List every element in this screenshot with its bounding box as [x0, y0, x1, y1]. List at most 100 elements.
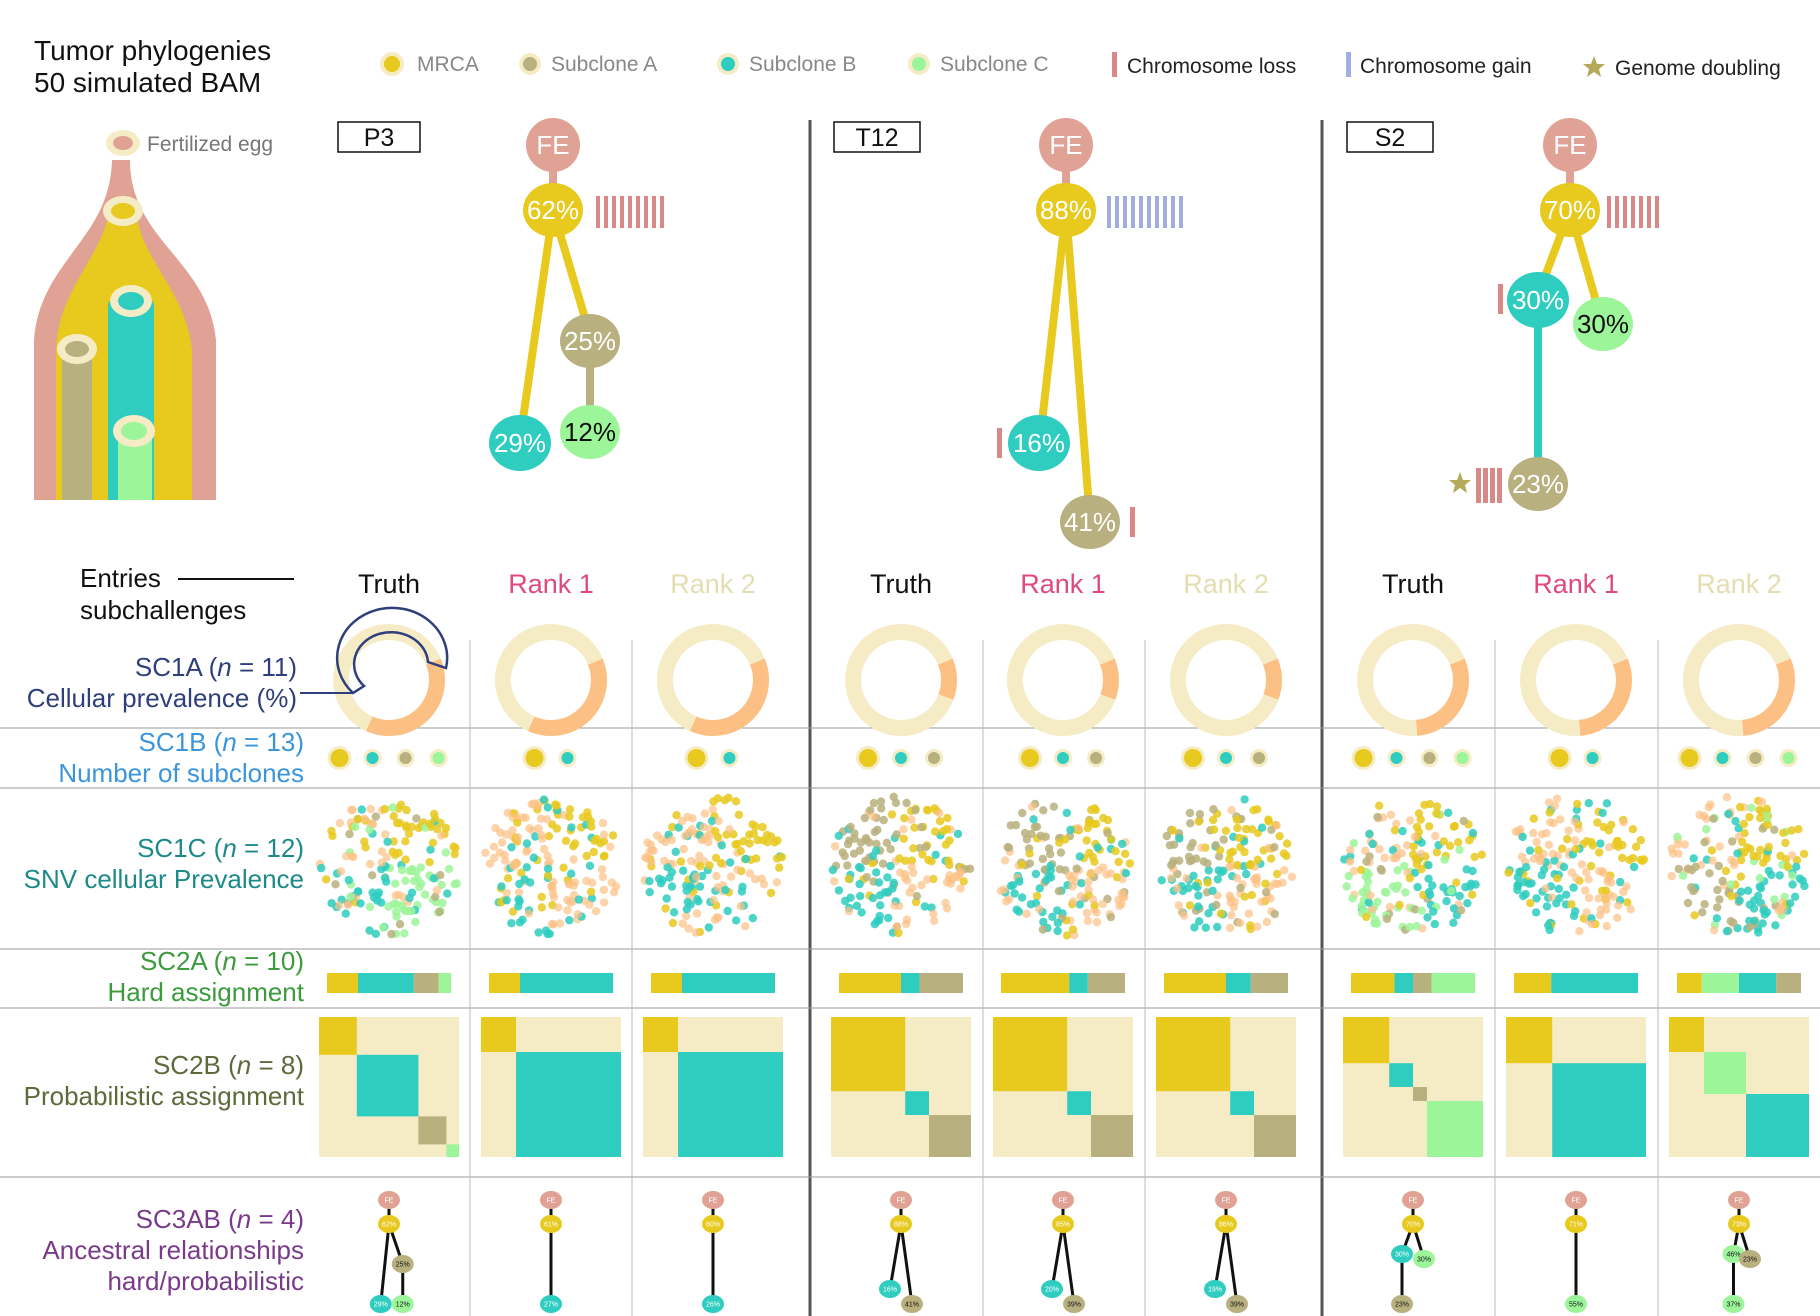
- sc1c-snv-p3-rank2-79: [749, 829, 758, 838]
- sc3-edge-t12-rank2-1: [1224, 1223, 1239, 1305]
- sc1c-snv-t12-truth-159: [850, 834, 859, 843]
- sc1c-snv-p3-truth-21: [342, 852, 351, 861]
- tree-s2-b-loss-mark: [1498, 284, 1503, 314]
- sc1c-snv-s2-truth-87: [1398, 826, 1407, 836]
- sc1c-snv-p3-rank1-122: [599, 837, 609, 846]
- sc1c-snv-p3-rank1-146: [608, 831, 618, 840]
- tree-t12-b-node: [1008, 415, 1070, 471]
- sc1c-snv-s2-rank1-96: [1529, 814, 1539, 823]
- sc1c-snv-t12-rank2-132: [1257, 897, 1266, 906]
- sc1c-snv-t12-truth-96: [886, 861, 895, 871]
- sc1c-snv-t12-rank1-140: [1103, 828, 1112, 838]
- sc1c-snv-t12-rank2-63: [1168, 826, 1178, 835]
- sc1c-snv-t12-rank2-112: [1253, 855, 1262, 864]
- sc1c-snv-t12-rank1-126: [1106, 835, 1116, 844]
- schematic-a-origin-inner: [65, 341, 89, 357]
- sc1c-snv-s2-truth-108: [1455, 845, 1464, 855]
- sc1c-snv-t12-truth-63: [872, 839, 881, 848]
- sc1c-snv-s2-rank2-165: [1673, 832, 1682, 842]
- tree-t12: FE 88% 16% 41%: [997, 118, 1183, 549]
- sc1c-snv-s2-truth-22: [1402, 841, 1412, 850]
- sc1c-snv-t12-rank1-1: [1062, 931, 1072, 940]
- sc1c-snv-t12-rank2-121: [1191, 854, 1201, 863]
- sc1b-dot-t12-rank1-0: [1021, 749, 1039, 767]
- sc1c-snv-t12-truth-149: [870, 920, 879, 929]
- sc3-node-label-s2-rank2-0: 73%: [1732, 1222, 1746, 1229]
- sc2a-seg-p3-truth-3: [438, 973, 451, 993]
- sc1c-snv-s2-rank1-20: [1613, 913, 1622, 922]
- sc1c-snv-p3-rank1-154: [598, 872, 608, 882]
- sc1b-dot-p3-rank1-0: [525, 749, 544, 767]
- sc1c-snv-s2-rank2-49: [1735, 802, 1745, 812]
- sc1c-snv-t12-rank1-164: [1084, 877, 1093, 887]
- sc1b-dot-p3-truth-0: [330, 749, 349, 767]
- sc1c-snv-t12-truth-155: [870, 827, 880, 837]
- sc1b-dot-t12-rank1-1: [1057, 752, 1069, 764]
- sc3-node-label-p3-rank2-1: 26%: [706, 1302, 720, 1309]
- sc1c-snv-s2-rank2-141: [1747, 803, 1756, 812]
- sc1c-snv-p3-rank2-150: [710, 915, 720, 925]
- tree-s2-mrca-label: 70%: [1544, 195, 1596, 225]
- sc1c-snv-s2-rank1-129: [1513, 881, 1522, 890]
- sc1c-snv-s2-rank2-83: [1799, 849, 1809, 859]
- sc1c-snv-p3-truth-169: [335, 819, 344, 828]
- sc1c-snv-s2-truth-32: [1445, 841, 1455, 850]
- sc1c-snv-t12-rank1-112: [1076, 892, 1085, 901]
- sc1c-snv-s2-truth-167: [1357, 902, 1366, 911]
- tree-s2-chromosome-loss-marks: [1607, 196, 1659, 228]
- sc1c-snv-t12-rank1-152: [1053, 918, 1063, 928]
- sc1c-snv-t12-truth-116: [834, 886, 844, 895]
- sc2a-seg-s2-truth-2: [1413, 973, 1432, 993]
- sc2b-block-s2-truth-1: [1389, 1063, 1413, 1087]
- sc1c-snv-s2-rank1-23: [1584, 893, 1594, 903]
- sc3-node-s2-truth-1: [1391, 1245, 1413, 1263]
- sc1c-snv-s2-rank2-86: [1735, 896, 1744, 905]
- sc1c-snv-t12-truth-105: [891, 798, 901, 808]
- sc1c-snv-s2-truth-135: [1362, 912, 1371, 922]
- sc1c-snv-t12-rank1-124: [1075, 852, 1085, 861]
- sc1c-snv-p3-rank1-96: [542, 815, 552, 824]
- legend-wgd-label: Genome doubling: [1615, 57, 1781, 80]
- sc1c-snv-p3-truth-70: [433, 824, 442, 834]
- sc2b-block-t12-rank1-2: [1091, 1115, 1133, 1157]
- sc1c-snv-t12-rank2-27: [1188, 838, 1197, 848]
- sc1c-snv-p3-truth-23: [368, 871, 377, 880]
- sc2b-block-t12-truth-2: [929, 1115, 971, 1157]
- sc1c-snv-s2-truth-16: [1423, 913, 1432, 922]
- sc1c-snv-s2-rank1-143: [1569, 911, 1579, 921]
- row-label-sc1a: SC1A (n = 11) Cellular prevalence (%): [27, 652, 297, 713]
- sc1c-snv-p3-truth-102: [416, 863, 425, 872]
- sc1c-snv-p3-rank2-94: [684, 924, 693, 933]
- sc1c-snv-s2-truth-161: [1412, 921, 1421, 931]
- sc1c-snv-t12-truth-154: [917, 823, 926, 832]
- sc1c-snv-p3-rank1-103: [489, 842, 499, 851]
- sc1c-snv-p3-rank2-123: [738, 882, 747, 891]
- sc1c-snv-p3-rank1-121: [582, 851, 591, 861]
- sc1c-snv-t12-truth-164: [942, 878, 952, 887]
- sc1c-snv-p3-truth-62: [371, 929, 380, 939]
- sc1c-code: SC1C (n = 12): [137, 833, 304, 863]
- sc1c-snv-t12-rank2-54: [1272, 869, 1282, 879]
- sc1c-snv-t12-rank2-108: [1240, 892, 1250, 901]
- sc1c-snv-s2-truth-128: [1346, 845, 1355, 854]
- sc1c-snv-t12-truth-99: [841, 896, 850, 906]
- sc1c-snv-t12-rank1-96: [1005, 895, 1014, 904]
- sc1c-snv-p3-truth-93: [397, 866, 407, 875]
- sc3-node-label-p3-truth-1: 25%: [396, 1262, 410, 1269]
- sc1c-snv-p3-rank1-67: [567, 869, 576, 878]
- sc1c-snv-p3-rank1-134: [567, 823, 576, 832]
- sc3-node-t12-rank2-1: [1204, 1280, 1226, 1298]
- sc3-node-label-t12-rank2-1: 19%: [1208, 1287, 1222, 1294]
- sc3-node-label-s2-truth-2: 30%: [1417, 1257, 1431, 1264]
- sc1c-snv-p3-rank2-152: [692, 872, 701, 881]
- sc1c-snv-s2-truth-140: [1413, 882, 1422, 892]
- sc1c-snv-p3-rank2-148: [654, 874, 664, 883]
- sc1c-snv-p3-rank1-144: [529, 799, 538, 808]
- sc1a-arc-p3-truth: [365, 658, 445, 736]
- sc1c-snv-s2-rank2-131: [1764, 842, 1774, 852]
- sc1c-snv-p3-rank2-47: [714, 816, 723, 826]
- sc1c-snv-p3-rank1-51: [507, 919, 516, 928]
- sc1c-snv-t12-rank1-86: [1039, 917, 1048, 927]
- sc3-edge-t12-rank2-0: [1213, 1223, 1228, 1290]
- sc1b-dot-s2-rank1-0: [1550, 749, 1569, 767]
